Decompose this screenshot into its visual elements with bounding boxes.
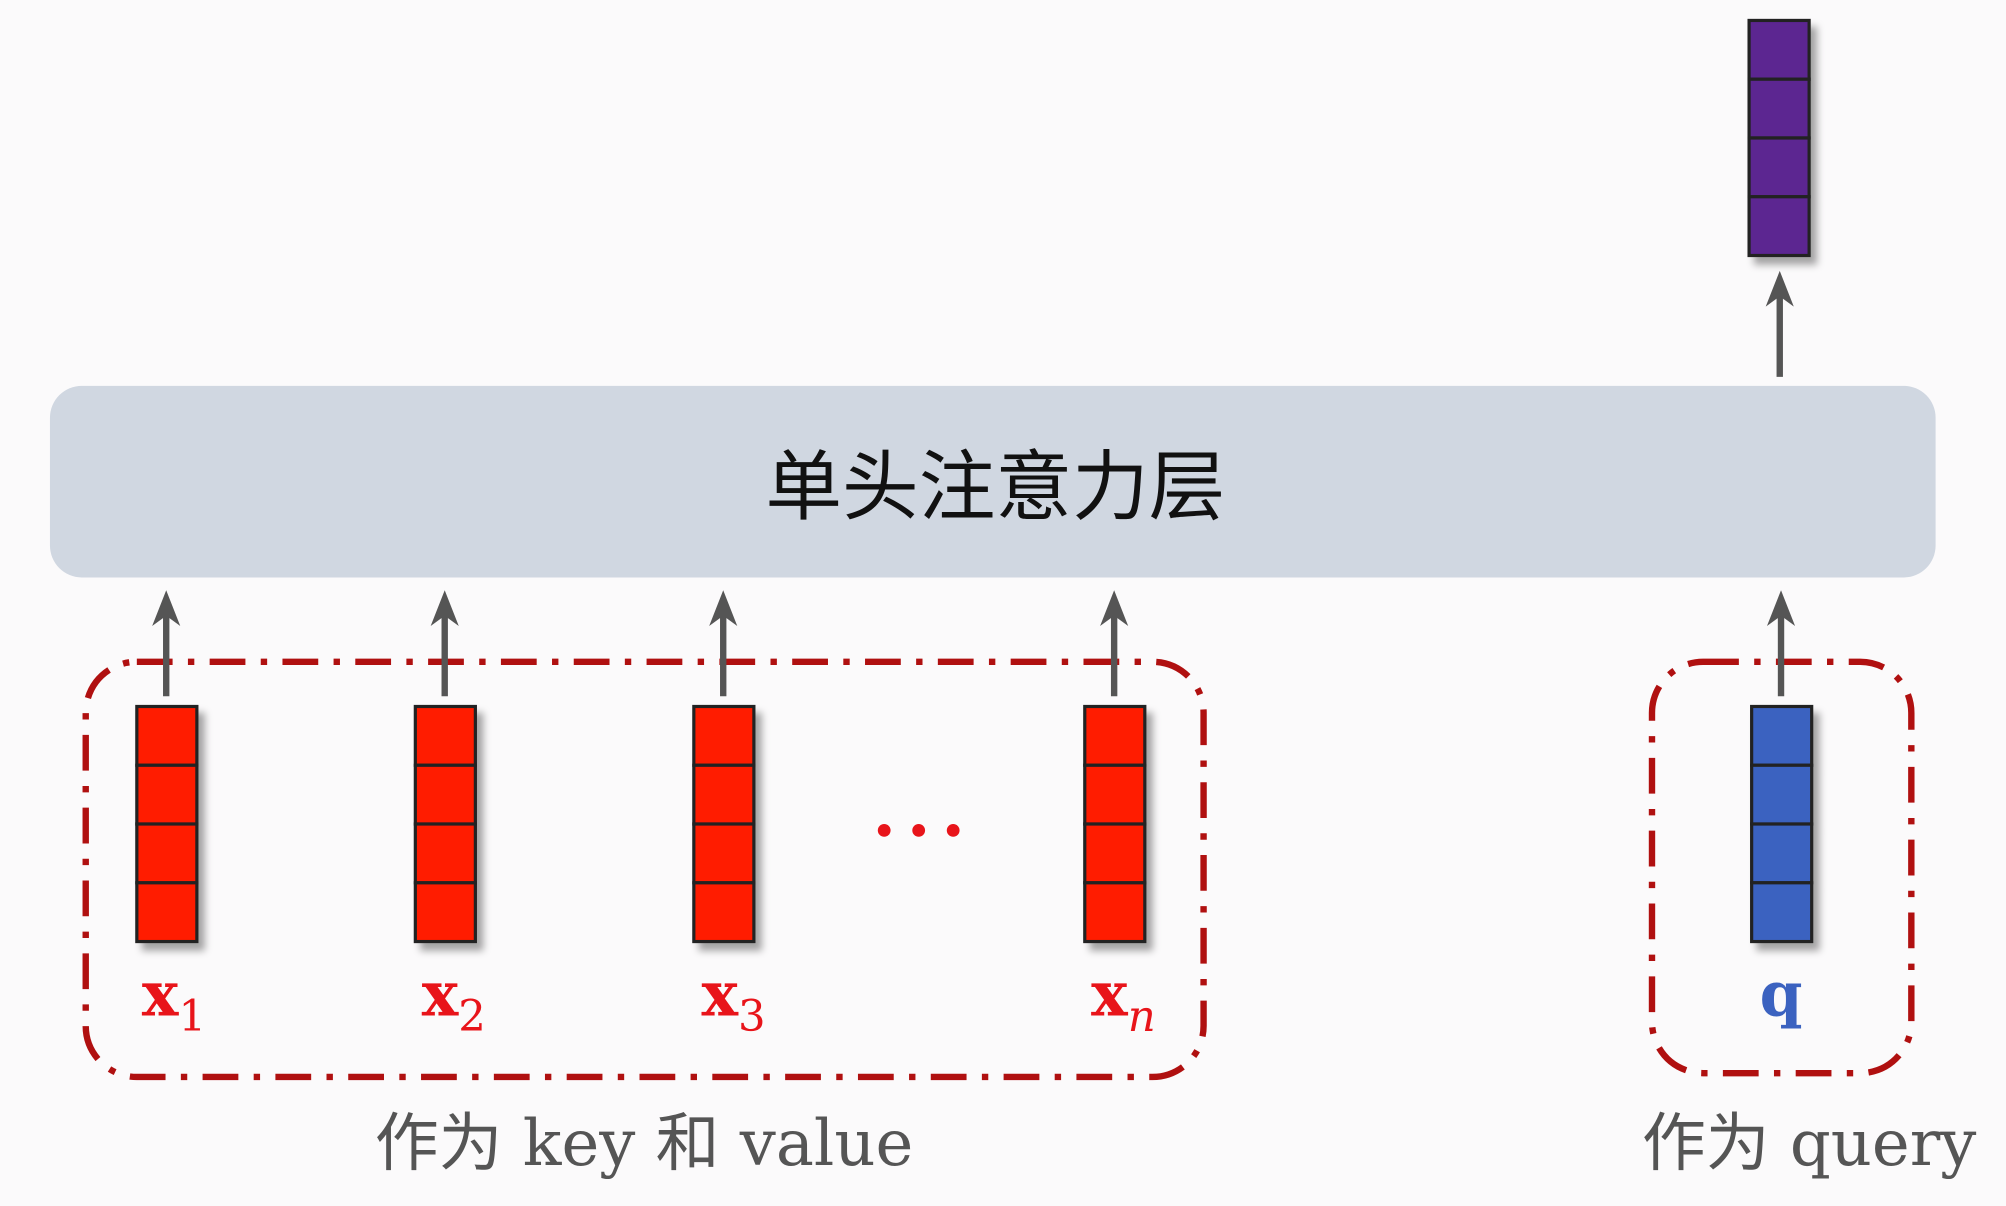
input-vector-4 bbox=[1083, 704, 1147, 944]
input-vector-3 bbox=[692, 704, 756, 944]
vector-cell bbox=[692, 881, 756, 944]
vector-cell bbox=[1750, 763, 1814, 826]
ellipsis-dot bbox=[912, 824, 926, 837]
input-vector-2 bbox=[413, 704, 477, 944]
ellipsis bbox=[877, 824, 960, 837]
vector-cell bbox=[1750, 704, 1814, 767]
vector-cell bbox=[692, 822, 756, 885]
key-value-group-frame bbox=[82, 658, 1207, 1081]
output-vector-cells bbox=[1747, 18, 1811, 258]
input-label-x2: x2 bbox=[422, 959, 486, 1042]
query-vector bbox=[1750, 704, 1814, 944]
arrow-up-icon bbox=[152, 590, 181, 697]
arrow-up-icon bbox=[1765, 270, 1794, 377]
vector-cell bbox=[135, 881, 199, 944]
vector-cell bbox=[1083, 822, 1147, 885]
input-label-x1: x1 bbox=[142, 959, 206, 1042]
input-label-x3: x3 bbox=[702, 959, 766, 1042]
vector-cell bbox=[413, 822, 477, 885]
input-label-xn: xn bbox=[1091, 959, 1156, 1042]
vector-cell bbox=[1083, 704, 1147, 767]
vector-cell bbox=[1747, 195, 1811, 258]
vector-cell bbox=[413, 704, 477, 767]
query-caption: 作为 query bbox=[1642, 1107, 1976, 1181]
vector-cell bbox=[1747, 77, 1811, 140]
output-vector bbox=[1747, 18, 1811, 258]
query-label: q bbox=[1760, 959, 1803, 1031]
vector-cell bbox=[1747, 18, 1811, 81]
vector-cell bbox=[413, 763, 477, 826]
arrow-up-icon bbox=[1100, 590, 1129, 697]
vector-cell bbox=[1083, 763, 1147, 826]
attention-layer-label: 单头注意力层 bbox=[765, 444, 1225, 533]
input-vector-1 bbox=[135, 704, 199, 944]
arrow-up-icon bbox=[709, 590, 738, 697]
vector-cell bbox=[692, 704, 756, 767]
vector-cell bbox=[1750, 822, 1814, 885]
arrow-up-icon bbox=[430, 590, 459, 697]
ellipsis-dot bbox=[946, 824, 960, 837]
vector-cell bbox=[135, 822, 199, 885]
arrow-up-icon bbox=[1766, 590, 1796, 697]
vector-cell bbox=[1747, 136, 1811, 199]
vector-cell bbox=[413, 881, 477, 944]
vector-cell bbox=[135, 763, 199, 826]
vector-cell bbox=[1083, 881, 1147, 944]
attention-layer-box bbox=[49, 385, 1936, 578]
key-value-caption: 作为 key 和 value bbox=[375, 1107, 914, 1181]
ellipsis-dot bbox=[877, 824, 891, 837]
vector-cell bbox=[1750, 881, 1814, 944]
vector-cell bbox=[692, 763, 756, 826]
vector-cell bbox=[135, 704, 199, 767]
